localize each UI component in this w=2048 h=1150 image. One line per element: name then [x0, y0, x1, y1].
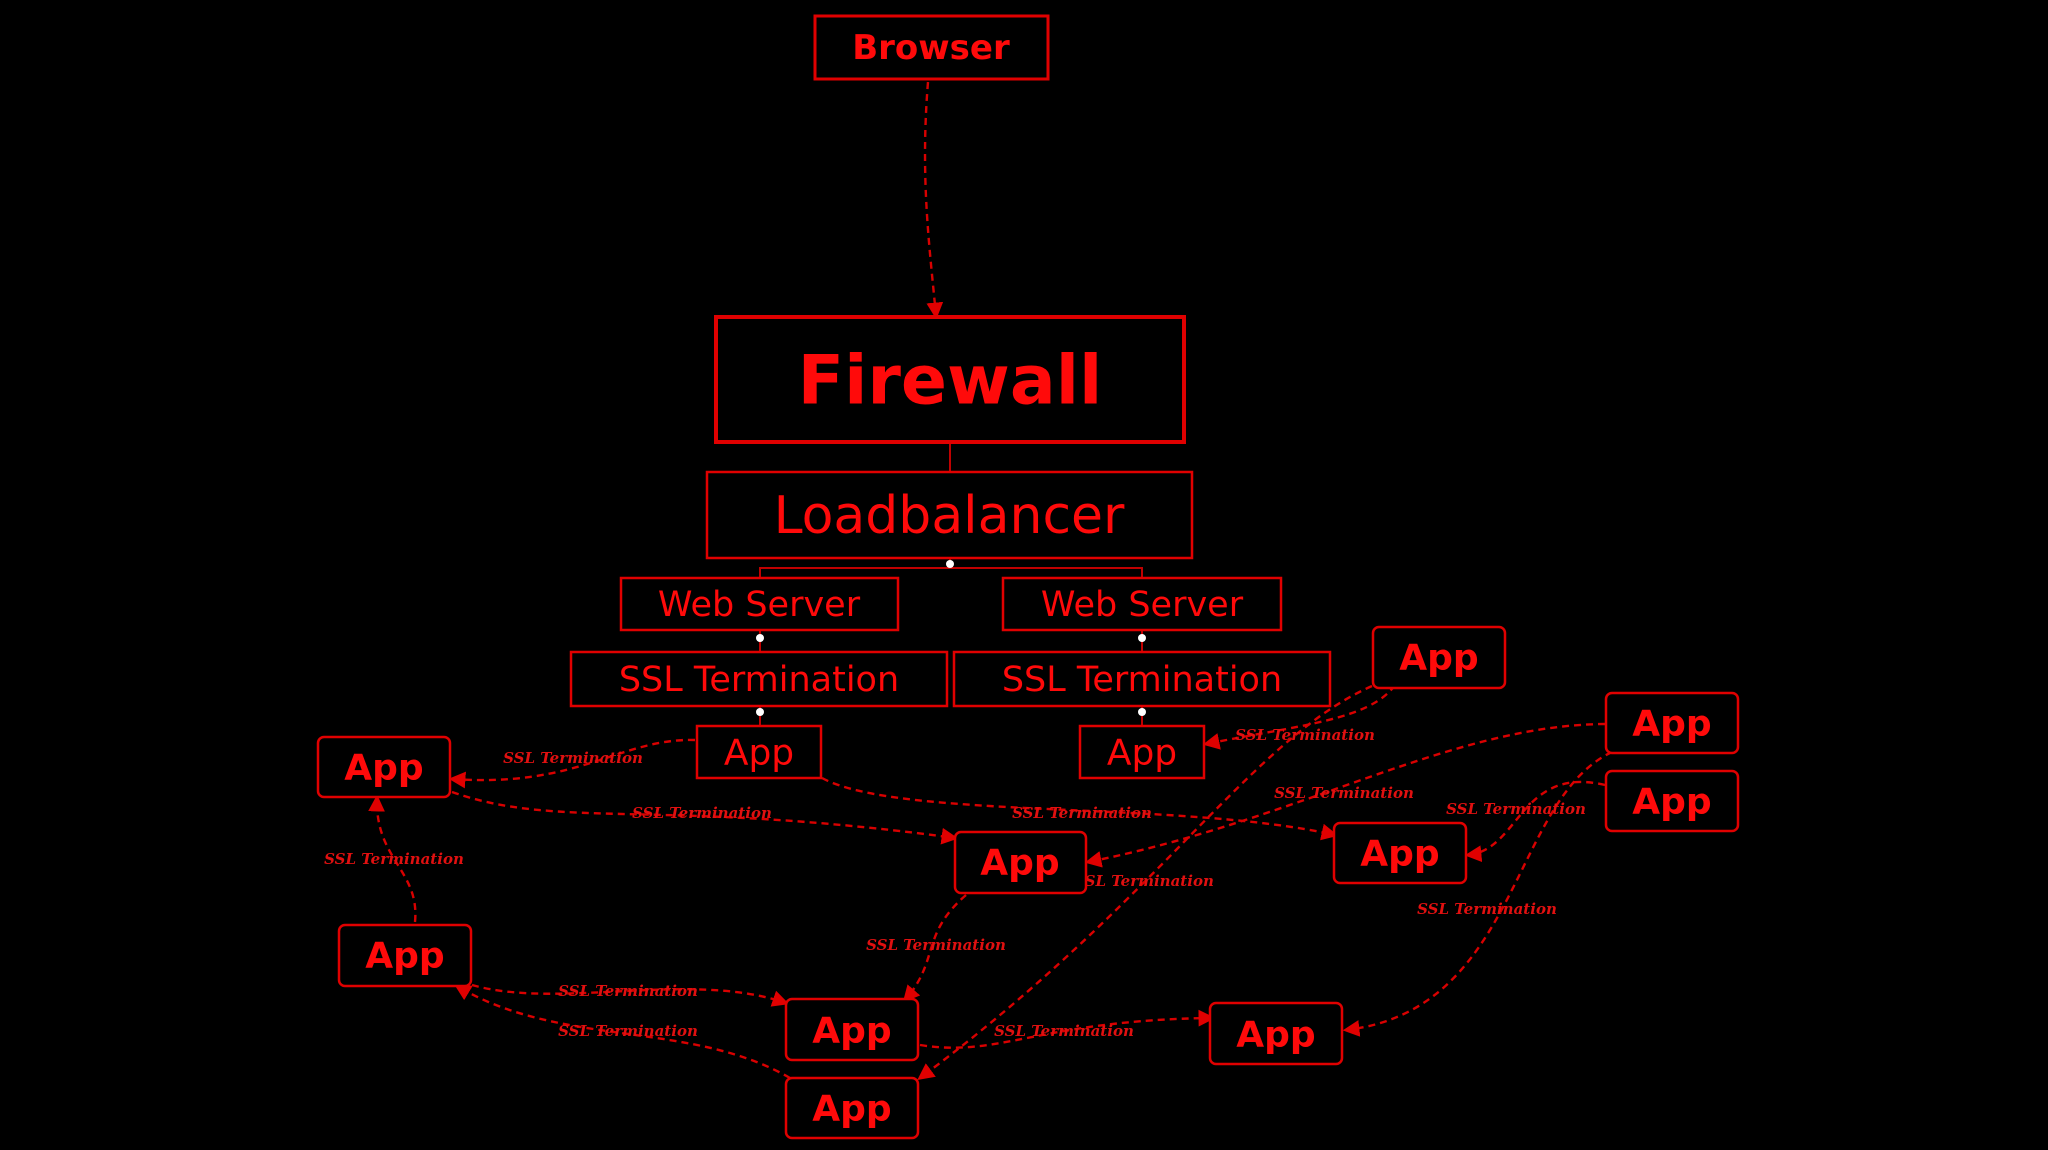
node-firewall[interactable]: Firewall	[714, 315, 1186, 444]
edge-app-center-left-to-left-upper	[448, 738, 696, 789]
edge-middle-to-bottom-a	[902, 894, 967, 1003]
node-label: Web Server	[658, 585, 861, 625]
node-label: SSL Termination	[1002, 660, 1282, 700]
node-label: App	[365, 936, 444, 977]
node-label: Loadbalancer	[774, 486, 1125, 546]
node-ssl-termination-right[interactable]: SSL Termination	[952, 650, 1332, 708]
node-app-left-upper[interactable]: App	[316, 735, 452, 799]
node-app-top-right[interactable]: App	[1371, 625, 1507, 690]
node-label: Browser	[852, 28, 1010, 68]
node-ssl-termination-left[interactable]: SSL Termination	[569, 650, 949, 708]
node-label: SSL Termination	[619, 660, 899, 700]
edge-bottom-b-to-left-lower	[454, 984, 791, 1080]
edge-labels: SSL Termination SSL Termination SSL Term…	[324, 726, 1586, 1040]
node-label: App	[812, 1011, 891, 1052]
edge-far-right-upper-to-middle	[1084, 722, 1606, 868]
connector-dot	[1138, 708, 1146, 716]
edge-label: SSL Termination	[1074, 872, 1214, 890]
node-web-server-left[interactable]: Web Server	[619, 576, 900, 632]
tree-connectors	[756, 442, 1146, 726]
node-app-bottom-b[interactable]: App	[784, 1076, 920, 1140]
node-label: App	[1107, 733, 1177, 774]
edge-label: SSL Termination	[503, 749, 643, 767]
edge-top-right-to-center-right	[1202, 684, 1396, 750]
node-label: App	[724, 733, 794, 774]
edge-label: SSL Termination	[1235, 726, 1375, 744]
node-app-center-left[interactable]: App	[695, 724, 823, 780]
node-label: App	[1399, 638, 1478, 679]
edge-center-left-to-right-mid	[821, 776, 1339, 841]
node-web-server-right[interactable]: Web Server	[1001, 576, 1283, 632]
connector-dot	[756, 708, 764, 716]
node-label: Web Server	[1041, 585, 1244, 625]
edge-label: SSL Termination	[1274, 784, 1414, 802]
node-loadbalancer[interactable]: Loadbalancer	[705, 470, 1194, 560]
node-label: App	[1632, 782, 1711, 823]
edge-far-right-upper-to-bottom-right	[1342, 750, 1613, 1037]
node-label: App	[980, 843, 1059, 884]
edge-label: SSL Termination	[1417, 900, 1557, 918]
node-app-far-right-lower[interactable]: App	[1604, 769, 1740, 833]
edge-label: SSL Termination	[324, 850, 464, 868]
connector-dot	[1138, 634, 1146, 642]
node-app-bottom-right[interactable]: App	[1208, 1001, 1344, 1066]
node-label: App	[1360, 834, 1439, 875]
edge-far-right-lower-to-right-mid	[1464, 780, 1606, 863]
connector-dot	[946, 560, 954, 568]
connector-dot	[756, 634, 764, 642]
node-app-center-right[interactable]: App	[1078, 724, 1206, 780]
edge-left-lower-to-left-upper	[368, 794, 417, 923]
edge-bottom-a-to-bottom-right	[919, 1009, 1216, 1049]
edge-label: SSL Termination	[1446, 800, 1586, 818]
edge-left-upper-to-middle	[451, 790, 959, 845]
node-app-left-lower[interactable]: App	[337, 923, 473, 988]
edge-left-lower-to-bottom-a	[471, 983, 790, 1007]
node-browser[interactable]: Browser	[813, 14, 1050, 81]
node-label: Firewall	[798, 342, 1103, 421]
node-app-right-mid[interactable]: App	[1332, 821, 1468, 885]
node-label: App	[344, 748, 423, 789]
edge-label: SSL Termination	[1012, 804, 1152, 822]
edge-browser-firewall	[923, 81, 944, 320]
edge-label: SSL Termination	[558, 1022, 698, 1040]
edge-label: SSL Termination	[866, 936, 1006, 954]
node-app-middle[interactable]: App	[953, 830, 1088, 895]
node-label: App	[812, 1089, 891, 1130]
node-label: App	[1236, 1015, 1315, 1056]
edge-label: SSL Termination	[558, 982, 698, 1000]
node-app-bottom-a[interactable]: App	[784, 997, 920, 1062]
edge-label: SSL Termination	[994, 1022, 1134, 1040]
node-label: App	[1632, 704, 1711, 745]
edge-label: SSL Termination	[632, 804, 772, 822]
dashed-edges	[368, 81, 1613, 1081]
node-app-far-right-upper[interactable]: App	[1604, 691, 1740, 755]
edge-top-right-to-bottom-b	[917, 684, 1373, 1081]
